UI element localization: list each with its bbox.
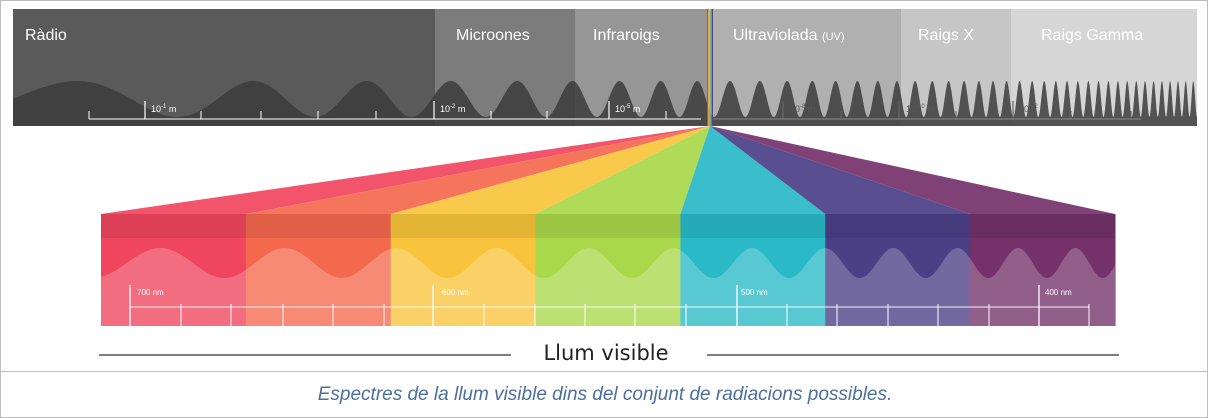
fan-wedge — [680, 126, 826, 214]
visible-slit — [707, 9, 713, 126]
visible-block-shade — [680, 214, 826, 238]
band-infrared — [575, 9, 707, 126]
visible-block-shade — [101, 214, 247, 238]
scale-label: 10-8 m — [790, 104, 816, 114]
visible-tick-label: 700 nm — [137, 288, 164, 297]
band-label-infrared: Infraroigs — [593, 27, 660, 44]
visible-tick-label: 500 nm — [741, 288, 768, 297]
figure-caption: Espectres de la llum visible dins del co… — [317, 384, 893, 405]
visible-block-shade — [970, 214, 1116, 238]
visible-light-title: Llum visible — [543, 341, 669, 365]
band-label-ultraviolet: Ultraviolada (UV) — [733, 27, 845, 44]
band-label-radio: Ràdio — [25, 27, 67, 44]
fan-wedge — [390, 126, 710, 214]
visible-tick-label: 400 nm — [1045, 288, 1072, 297]
scale-label: 10-1 m — [151, 104, 177, 114]
scale-label: 10-2 m — [440, 104, 466, 114]
scale-label: 10-10 m — [906, 104, 935, 114]
fan-wedge — [101, 126, 710, 214]
band-label-microwave: Microones — [456, 27, 530, 44]
visible-scale-ticks — [129, 285, 1090, 326]
visible-block-shade — [390, 214, 537, 238]
visible-block-shade — [535, 214, 681, 238]
visible-tick-label: 600 nm — [442, 288, 469, 297]
em-scale-ticks — [88, 101, 1141, 120]
caption-divider — [1, 371, 1208, 372]
em-wave — [13, 81, 1197, 126]
visible-block-shade — [245, 214, 392, 238]
band-label-gamma: Raigs Gamma — [1041, 27, 1144, 44]
scale-label: 10-5 m — [615, 104, 641, 114]
fan-wedge — [245, 126, 710, 214]
band-label-xray: Raigs X — [918, 27, 975, 44]
fan-wedge — [710, 126, 1115, 214]
fan-wedge — [535, 126, 710, 214]
visible-fan — [101, 126, 1115, 214]
visible-block-shade — [825, 214, 971, 238]
scale-label: 10-12 m — [1019, 104, 1048, 114]
fan-wedge — [710, 126, 971, 214]
